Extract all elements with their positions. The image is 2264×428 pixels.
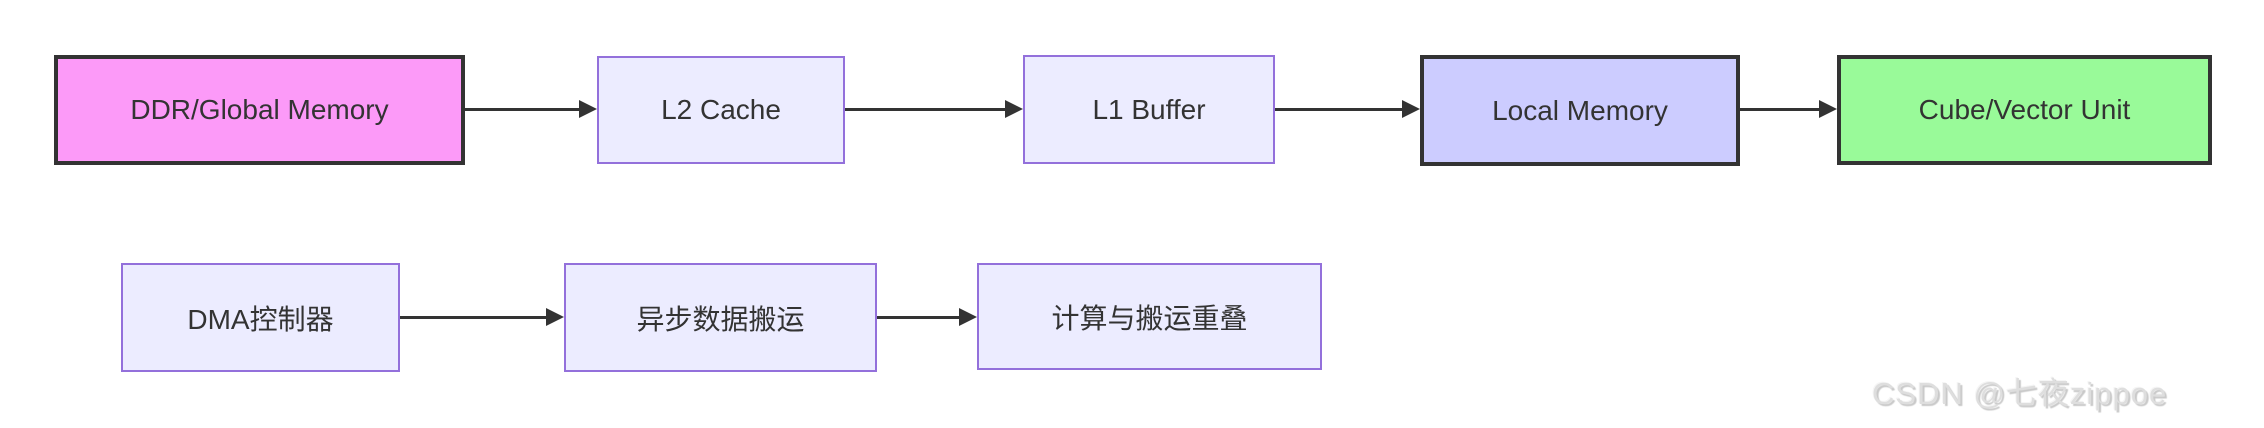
arrowhead-icon [1402, 100, 1420, 118]
arrowhead-icon [959, 308, 977, 326]
node-compute-transfer-overlap: 计算与搬运重叠 [977, 263, 1322, 370]
node-label: DDR/Global Memory [130, 94, 389, 125]
arrowhead-icon [1819, 100, 1837, 118]
arrow-l1-to-local [1275, 99, 1420, 119]
node-label: L2 Cache [661, 94, 781, 125]
node-label: L1 Buffer [1092, 93, 1206, 125]
arrow-shaft [877, 315, 959, 319]
node-l2-cache: L2 Cache [597, 56, 845, 164]
arrow-shaft [400, 315, 546, 319]
node-dma-controller: DMA控制器 [121, 263, 400, 372]
arrow-l2-to-l1 [845, 99, 1023, 119]
arrow-dma-to-async [400, 307, 564, 327]
arrowhead-icon [546, 308, 564, 326]
node-async-data-transfer: 异步数据搬运 [564, 263, 877, 372]
node-l1-buffer: L1 Buffer [1023, 55, 1275, 164]
arrowhead-icon [579, 100, 597, 118]
node-ddr-global-memory: DDR/Global Memory [54, 55, 465, 165]
node-label: Local Memory [1492, 94, 1668, 126]
arrow-shaft [845, 107, 1005, 111]
csdn-watermark: CSDN @七夜zippoe [1872, 376, 2168, 411]
arrow-ddr-to-l2 [465, 99, 597, 119]
node-label: 异步数据搬运 [636, 303, 805, 335]
node-cube-vector-unit: Cube/Vector Unit [1837, 55, 2212, 165]
node-local-memory: Local Memory [1420, 55, 1740, 166]
arrow-async-to-overlap [877, 307, 977, 327]
node-label: 计算与搬运重叠 [1051, 302, 1248, 334]
arrow-shaft [465, 107, 579, 111]
node-label: Cube/Vector Unit [1918, 94, 2131, 125]
arrow-shaft [1275, 107, 1402, 111]
arrow-local-to-cube [1740, 99, 1837, 119]
arrow-shaft [1740, 107, 1819, 111]
arrowhead-icon [1005, 100, 1023, 118]
node-label: DMA控制器 [187, 303, 334, 335]
